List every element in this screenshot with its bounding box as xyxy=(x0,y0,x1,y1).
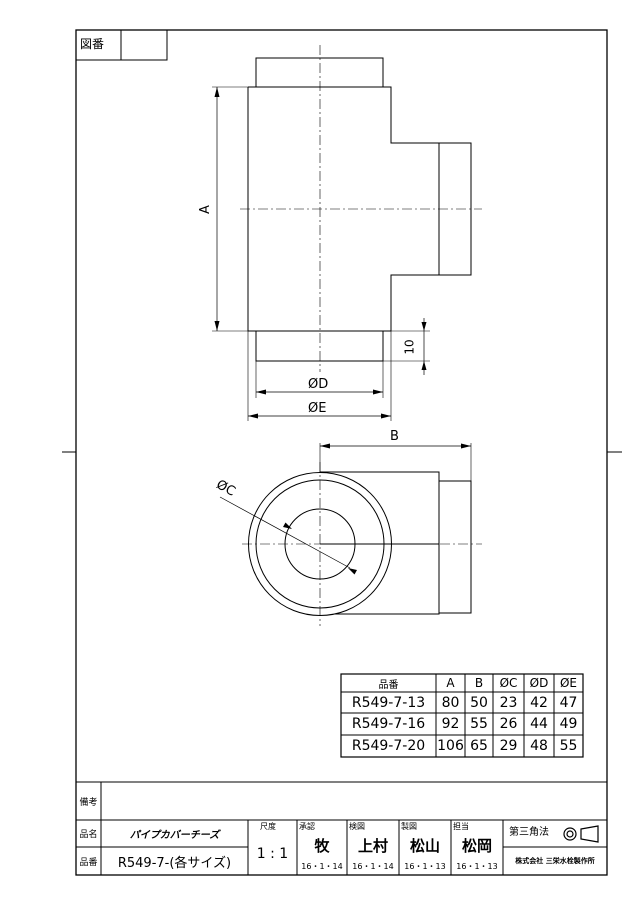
table-row-1-c: 23 xyxy=(499,694,518,711)
table-row-2-d: 44 xyxy=(530,716,548,732)
table-row-3-part: R549-7-20 xyxy=(351,738,426,754)
table-header-d: ØD xyxy=(529,676,549,690)
company-name: 株式会社 三栄水栓製作所 xyxy=(515,857,595,865)
dim-d-label: ØD xyxy=(308,377,329,392)
approval-date-4: 16・1・13 xyxy=(456,861,498,871)
approval-name-4: 松岡 xyxy=(461,836,492,855)
approval-name-1: 牧 xyxy=(314,836,330,855)
approval-date-2: 16・1・14 xyxy=(352,861,394,871)
table-row-3-e: 55 xyxy=(559,738,578,754)
approval-date-1: 16・1・14 xyxy=(301,861,343,871)
table-row-2-part: R549-7-16 xyxy=(351,716,426,732)
approval-role-2: 検図 xyxy=(349,822,365,831)
table-row-3-a: 106 xyxy=(437,738,464,754)
number-label: 品番 xyxy=(79,857,98,868)
table-row-2-a: 92 xyxy=(441,716,460,732)
bottom-socket xyxy=(255,330,384,362)
dim-a-label: A xyxy=(197,205,213,214)
remarks-label: 備考 xyxy=(79,797,98,808)
table-row-2-b: 55 xyxy=(470,716,488,732)
table-row-2-c: 26 xyxy=(499,716,518,732)
table-row-1-e: 47 xyxy=(559,694,578,711)
dim-10-label: 10 xyxy=(402,339,417,355)
table-row-1-a: 80 xyxy=(441,694,460,711)
product-number: R549-7-(各サイズ) xyxy=(117,855,232,871)
approval-date-3: 16・1・13 xyxy=(404,861,446,871)
name-label: 品名 xyxy=(79,830,98,840)
dim-e-label: ØE xyxy=(308,401,327,416)
drawing-number-label: 図番 xyxy=(80,37,105,51)
scale-value: 1 : 1 xyxy=(256,846,289,862)
table-row-3-d: 48 xyxy=(530,738,548,754)
projection-label: 第三角法 xyxy=(509,827,549,838)
table-header-b: B xyxy=(474,676,484,690)
approval-name-3: 松山 xyxy=(409,836,440,855)
product-name: パイプカバーチーズ xyxy=(129,830,220,841)
title-block-grid xyxy=(76,781,607,875)
table-row-2-e: 49 xyxy=(559,716,578,732)
approval-role-1: 承認 xyxy=(299,822,315,831)
front-view xyxy=(212,45,482,421)
table-row-3-b: 65 xyxy=(470,738,488,754)
scale-label: 尺度 xyxy=(260,822,276,831)
top-socket xyxy=(255,57,384,88)
projection-symbol-icon xyxy=(563,825,599,843)
table-row-1-d: 42 xyxy=(530,694,548,711)
branch-socket-top xyxy=(438,480,472,614)
approval-role-3: 製図 xyxy=(401,822,417,831)
table-row-3-c: 29 xyxy=(499,738,518,754)
size-table-grid xyxy=(340,673,584,758)
table-header-c: ØC xyxy=(499,676,518,690)
top-view xyxy=(219,443,482,626)
table-row-1-b: 50 xyxy=(470,694,488,711)
table-header-a: A xyxy=(446,676,455,690)
sheet-border xyxy=(75,29,608,876)
approval-name-2: 上村 xyxy=(357,836,388,855)
table-header-part-no: 品番 xyxy=(378,679,399,691)
approval-role-4: 担当 xyxy=(453,822,469,831)
drawing-number-box xyxy=(76,30,168,61)
table-row-1-part: R549-7-13 xyxy=(351,694,426,711)
dim-b-label: B xyxy=(390,429,399,444)
table-header-e: ØE xyxy=(559,676,578,690)
